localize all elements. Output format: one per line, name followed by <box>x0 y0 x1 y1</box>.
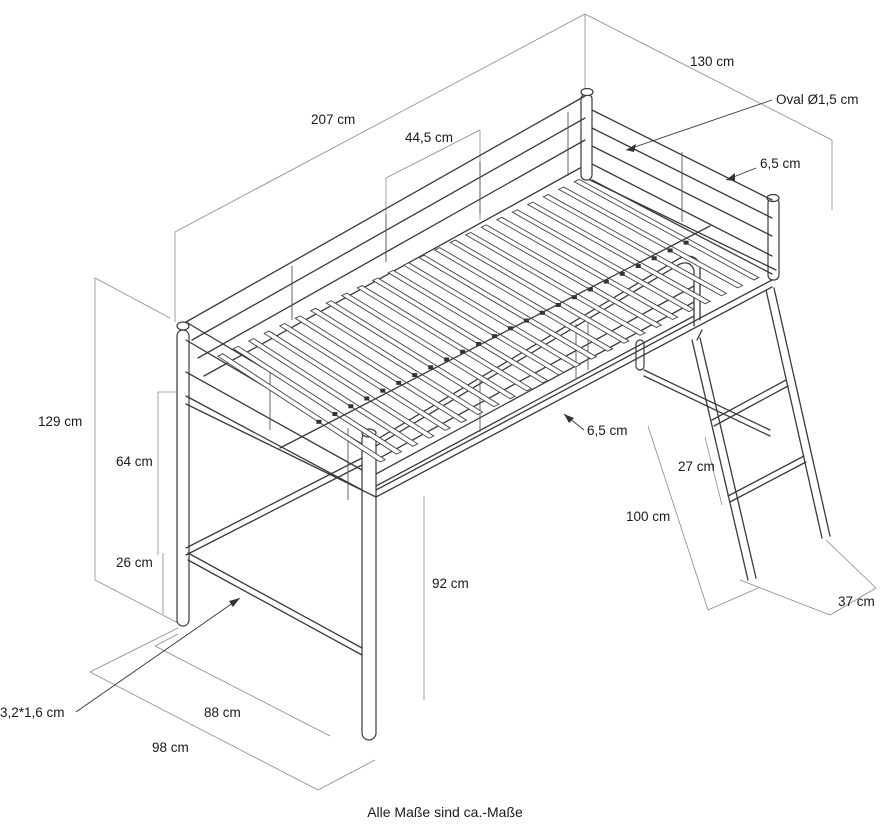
bed-slat <box>263 330 435 439</box>
bed-slat <box>278 322 452 431</box>
bed-slat <box>340 292 517 400</box>
label-rail-gap-back: 6,5 cm <box>760 156 801 171</box>
bed-slat <box>526 201 712 305</box>
slat-clip <box>476 341 482 346</box>
label-bottom-bar-26: 26 cm <box>116 555 153 570</box>
label-tube-oval: Oval Ø1,5 cm <box>776 92 859 107</box>
bed-slat <box>325 300 500 408</box>
bed-slat <box>402 262 582 368</box>
slat-clip <box>412 373 418 378</box>
slat-clip <box>444 357 450 362</box>
slat-clip <box>683 240 689 245</box>
ladder <box>691 287 831 581</box>
bed-slat <box>433 247 614 352</box>
lower-frame <box>185 369 771 656</box>
bed-frame <box>185 95 777 500</box>
label-underneath-92: 92 cm <box>432 576 469 591</box>
bed-slat <box>294 315 468 423</box>
footnote-approximate-dimensions: Alle Maße sind ca.-Maße <box>367 804 523 820</box>
slat-clip <box>460 349 466 354</box>
label-outer-width-98: 98 cm <box>152 740 189 755</box>
slat-clip <box>587 287 593 292</box>
bed-slat <box>449 239 630 344</box>
label-rail-spacing: 44,5 cm <box>405 130 453 145</box>
slat-clip <box>492 334 498 339</box>
slat-clip <box>380 388 386 393</box>
label-rail-gap-front: 6,5 cm <box>587 423 628 438</box>
bed-slat <box>418 254 598 360</box>
leader-lines <box>75 99 773 713</box>
bed-slat <box>216 353 387 463</box>
dimension-lines <box>89 13 877 791</box>
label-height-129: 129 cm <box>38 414 82 429</box>
bed-slat <box>480 224 663 328</box>
slat-clip <box>364 396 370 401</box>
label-inner-width-88: 88 cm <box>204 705 241 720</box>
bed-slat <box>557 186 744 289</box>
bed-slat <box>309 307 484 416</box>
slat-clip <box>571 295 577 300</box>
slat-clip <box>332 412 338 417</box>
bed-slat <box>247 338 419 447</box>
bed-slat <box>371 277 549 384</box>
slat-clip <box>348 404 354 409</box>
bed-slat <box>495 216 679 321</box>
bed-slat <box>356 285 533 392</box>
label-ladder-depth-37: 37 cm <box>838 594 875 609</box>
slat-clip <box>316 419 322 424</box>
bed-slats <box>216 178 760 463</box>
bed-slat <box>542 194 728 297</box>
slat-clip <box>651 256 657 261</box>
centre-support-bar <box>279 225 711 449</box>
slat-clip <box>428 365 434 370</box>
dimension-labels: 207 cm 130 cm Oval Ø1,5 cm 6,5 cm 44,5 c… <box>0 54 875 755</box>
label-ladder-step-27: 27 cm <box>678 459 715 474</box>
label-tube-section: 3,2*1,6 cm <box>0 705 65 720</box>
bed-slat <box>387 269 565 376</box>
slat-clip <box>396 380 402 385</box>
label-width-130: 130 cm <box>690 54 734 69</box>
slat-clip <box>603 279 609 284</box>
slat-clip <box>619 271 625 276</box>
label-length-207: 207 cm <box>311 112 355 127</box>
label-ladder-length-100: 100 cm <box>626 509 670 524</box>
slat-clip <box>667 248 673 253</box>
bed-slat <box>573 178 760 281</box>
label-guard-height-64: 64 cm <box>116 454 153 469</box>
slat-clip <box>635 264 641 269</box>
bed-slat <box>232 345 403 455</box>
bed-slat <box>511 209 695 313</box>
bed-slat <box>464 231 647 336</box>
